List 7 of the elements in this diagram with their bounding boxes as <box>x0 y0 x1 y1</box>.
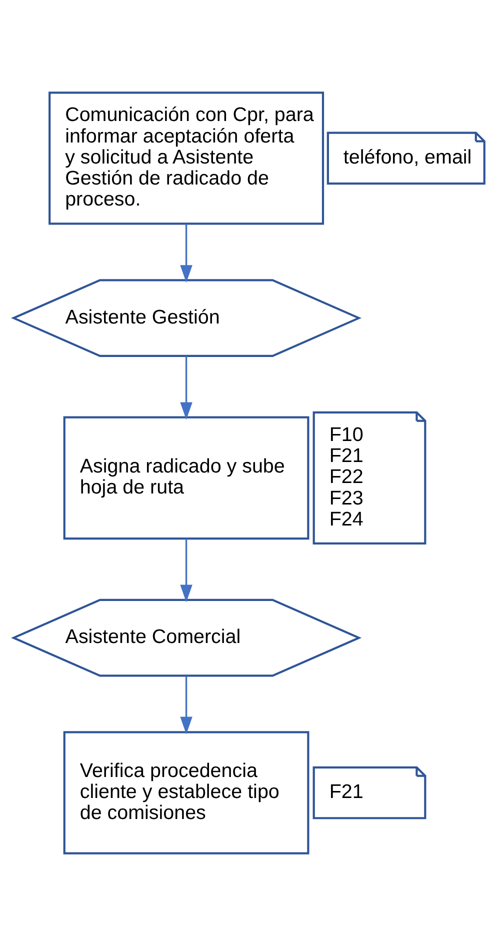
arrow <box>180 223 192 282</box>
arrow <box>180 356 192 420</box>
node-box: Verifica procedencia cliente y establece tipo de comisiones <box>63 730 310 854</box>
arrow <box>180 676 192 734</box>
arrow <box>180 538 192 602</box>
node-box: Comunicación con Cpr, para informar aceptación oferta y solicitud a Asistente Gestión de radicado de proceso. <box>48 91 324 224</box>
node-box: Asigna radicado y sube hoja de ruta <box>63 416 310 540</box>
